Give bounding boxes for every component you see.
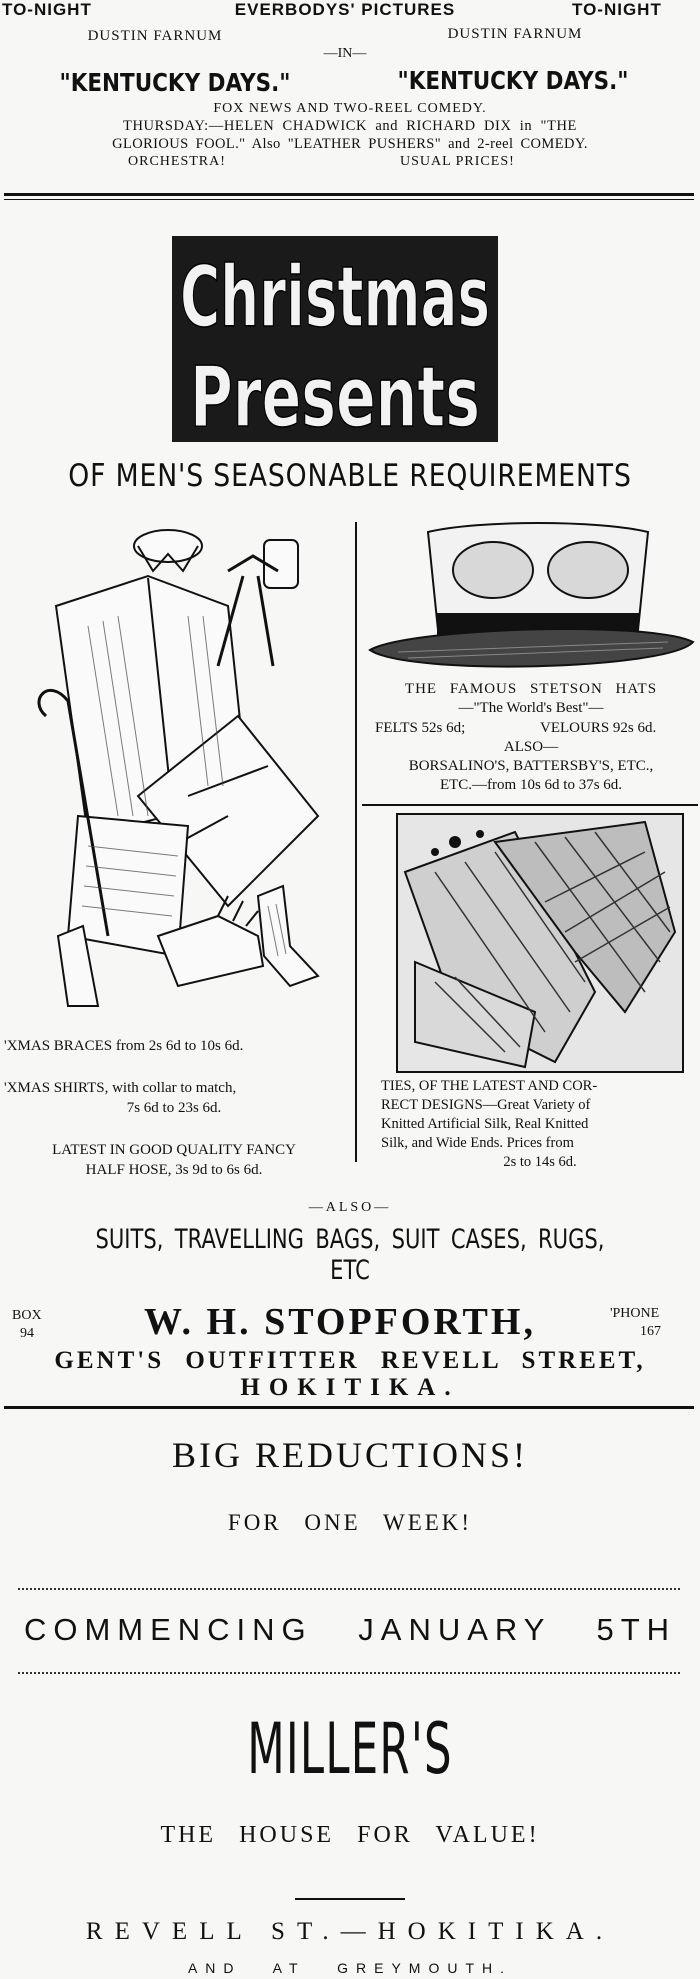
big-reductions: BIG REDUCTIONS!	[172, 1435, 528, 1475]
ties-line-5: 2s to 14s 6d.	[503, 1154, 577, 1170]
ties-line-2: RECT DESIGNS—Great Variety of	[381, 1097, 591, 1113]
christmas-headline-text: Christmas Presents	[179, 247, 491, 442]
also-2: —ALSO—	[308, 1200, 392, 1215]
ties-description: TIES, OF THE LATEST AND COR- RECT DESIGN…	[381, 1077, 699, 1172]
phone-label: 'PHONE	[610, 1306, 660, 1321]
borsalino-line-2: ETC.—from 10s 6d to 37s 6d.	[439, 777, 623, 793]
headline-christmas: Christmas	[180, 248, 490, 346]
ties-line-3: Knitted Artificial Silk, Real Knitted	[381, 1116, 589, 1132]
support-program: FOX NEWS AND TWO-REEL COMEDY.	[213, 101, 487, 116]
theatre-name: EVERBODYS' PICTURES	[234, 0, 456, 19]
for-one-week: FOR ONE WEEK!	[227, 1510, 473, 1535]
film-left: "KENTUCKY DAYS."	[59, 68, 291, 97]
box-label: BOX	[12, 1308, 42, 1323]
column-divider	[355, 522, 357, 1162]
in-label: —IN—	[323, 46, 367, 61]
phone-number: 167	[640, 1324, 661, 1339]
mens-requirements: OF MEN'S SEASONABLE REQUIREMENTS	[68, 458, 632, 494]
menswear-illustration	[37, 529, 320, 1007]
divider-cinema-thin	[4, 199, 694, 200]
headline-presents: Presents	[190, 348, 480, 442]
also-items: SUITS, TRAVELLING BAGS, SUIT CASES, RUGS…	[95, 1224, 605, 1286]
and-at-greymouth: AND AT GREYMOUTH.	[187, 1960, 513, 1976]
hose-line-1: LATEST IN GOOD QUALITY FANCY	[52, 1142, 296, 1158]
ties-illustration	[396, 813, 684, 1073]
shirts-line-1: 'XMAS SHIRTS, with collar to match,	[4, 1080, 237, 1096]
dotted-rule-1	[18, 1588, 680, 1590]
millers-street: REVELL ST.—HOKITIKA.	[85, 1918, 615, 1945]
braces-price: 'XMAS BRACES from 2s 6d to 10s 6d.	[4, 1038, 244, 1054]
also-1: ALSO—	[503, 739, 559, 755]
shirts-line-2: 7s 6d to 23s 6d.	[126, 1100, 222, 1116]
star-left: DUSTIN FARNUM	[87, 28, 223, 44]
stetson-line-1: THE FAMOUS STETSON HATS	[404, 681, 658, 697]
velours-price: VELOURS 92s 6d.	[540, 720, 657, 736]
stetson-hat-illustration	[368, 522, 695, 668]
ties-line-4: Silk, and Wide Ends. Prices from	[381, 1135, 574, 1151]
orchestra: ORCHESTRA!	[128, 154, 226, 169]
divider-cinema	[4, 193, 694, 196]
divider-stopforth	[4, 1406, 694, 1409]
short-rule	[295, 1898, 405, 1900]
felts-price: FELTS 52s 6d;	[375, 720, 466, 736]
box-number: 94	[20, 1326, 34, 1341]
hose-line-2: HALF HOSE, 3s 9d to 6s 6d.	[85, 1162, 263, 1178]
christmas-headline-box	[172, 236, 498, 442]
house-for-value: THE HOUSE FOR VALUE!	[160, 1822, 540, 1848]
tonight-left: TO-NIGHT	[2, 0, 92, 19]
right-column-rule	[362, 804, 698, 806]
thursday-line-2: GLORIOUS FOOL." Also "LEATHER PUSHERS" a…	[112, 136, 588, 152]
ties-line-1: TIES, OF THE LATEST AND COR-	[381, 1078, 598, 1094]
commencing-date: COMMENCING JANUARY 5TH	[23, 1612, 677, 1647]
borsalino-line-1: BORSALINO'S, BATTERSBY'S, ETC.,	[408, 758, 654, 774]
dotted-rule-2	[18, 1672, 680, 1674]
millers-name: MILLER'S	[247, 1708, 453, 1790]
address-line-2: HOKITIKA.	[240, 1374, 460, 1401]
stetson-line-2: —"The World's Best"—	[458, 700, 604, 716]
tonight-right: TO-NIGHT	[572, 0, 662, 19]
address-line-1: GENT'S OUTFITTER REVELL STREET,	[54, 1347, 646, 1374]
stopforth-name: W. H. STOPFORTH,	[144, 1301, 536, 1343]
thursday-line-1: THURSDAY:—HELEN CHADWICK and RICHARD DIX…	[123, 118, 577, 134]
film-right: "KENTUCKY DAYS."	[397, 66, 629, 95]
usual-prices: USUAL PRICES!	[400, 154, 515, 169]
star-right: DUSTIN FARNUM	[447, 26, 583, 42]
